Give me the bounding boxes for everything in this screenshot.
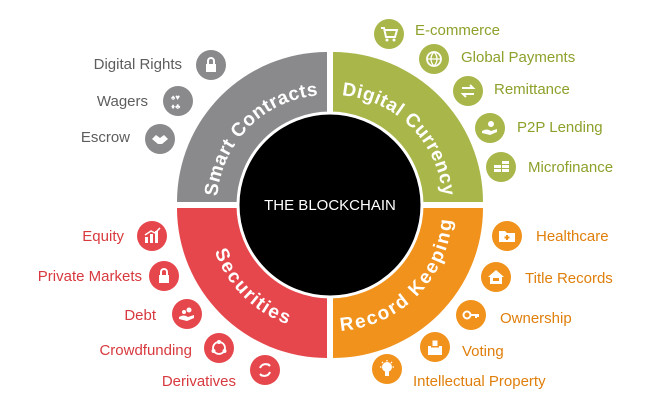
- item-remittance: Remittance: [494, 81, 570, 98]
- item-ownership: Ownership: [500, 310, 572, 327]
- item-debt: Debt: [124, 307, 156, 324]
- item-derivatives: Derivatives: [161, 373, 236, 390]
- item-healthcare: Healthcare: [536, 228, 609, 245]
- lock-icon: [196, 50, 226, 80]
- item-digital-rights: Digital Rights: [93, 56, 182, 73]
- arrows-cycle-icon: [250, 355, 280, 385]
- item-e-commerce: E-commerce: [415, 22, 501, 39]
- medical-folder-icon: [492, 221, 522, 251]
- item-wagers: Wagers: [96, 93, 148, 110]
- bar-chart-icon: [137, 221, 167, 251]
- item-title-records: Title Records: [525, 270, 613, 287]
- item-voting: Voting: [462, 343, 504, 360]
- ballot-box-icon: [420, 332, 450, 362]
- svg-text:♠♥: ♠♥: [171, 93, 180, 102]
- cards-icon: ♠♥♦♣: [163, 86, 193, 116]
- item-escrow: Escrow: [80, 129, 130, 146]
- item-private-markets: Private Markets: [37, 268, 142, 285]
- item-microfinance: Microfinance: [528, 159, 614, 176]
- house-icon: [481, 262, 511, 292]
- exchange-icon: [453, 76, 483, 106]
- lightbulb-icon: [372, 354, 402, 384]
- item-crowdfunding: Crowdfunding: [99, 342, 192, 359]
- cart-icon: [374, 19, 404, 49]
- lock-icon: [149, 261, 179, 291]
- coins-icon: [486, 152, 516, 182]
- hand-coins-icon: [172, 299, 202, 329]
- key-icon: [456, 300, 486, 330]
- center-label: THE BLOCKCHAIN: [264, 197, 396, 214]
- item-equity: Equity: [82, 228, 124, 245]
- handshake-icon: [145, 124, 175, 154]
- svg-text:♦♣: ♦♣: [171, 102, 181, 111]
- hand-money-icon: [475, 113, 505, 143]
- center-circle: [236, 111, 424, 299]
- item-global-payments: Global Payments: [461, 49, 576, 66]
- people-circle-icon: [204, 333, 234, 363]
- item-p2p-lending: P2P Lending: [517, 119, 603, 136]
- globe-icon: [419, 44, 449, 74]
- item-intellectual-property: Intellectual Property: [413, 373, 546, 390]
